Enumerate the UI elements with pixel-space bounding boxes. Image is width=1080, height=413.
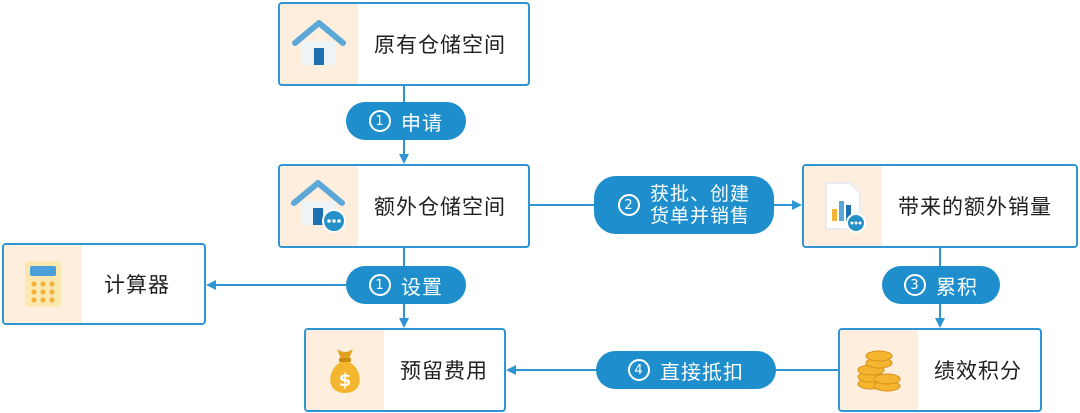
node-label: 带来的额外销量 xyxy=(898,195,1052,219)
step-label: 累积 xyxy=(936,274,978,299)
house-chat-icon xyxy=(280,166,358,246)
step-number: 2 xyxy=(617,194,640,216)
node-extra-sales: 带来的额外销量 xyxy=(802,164,1078,248)
node-label: 原有仓储空间 xyxy=(374,33,506,57)
step-label: 直接抵扣 xyxy=(660,359,744,384)
calculator-icon xyxy=(4,245,82,323)
node-performance-points: 绩效积分 xyxy=(838,328,1042,412)
coin-stack-icon xyxy=(840,330,918,410)
house-icon xyxy=(280,4,358,84)
step-label-line1: 获批、创建 xyxy=(649,183,750,205)
step-deduct: 4 直接抵扣 xyxy=(596,351,776,389)
step-label: 申请 xyxy=(401,110,443,135)
node-original-storage: 原有仓储空间 xyxy=(278,2,530,86)
node-label: 绩效积分 xyxy=(934,359,1022,383)
step-setup: 1 设置 xyxy=(346,266,466,304)
node-label: 预留费用 xyxy=(400,359,488,383)
step-number: 1 xyxy=(369,274,391,296)
step-approve: 2 获批、创建 货单并销售 xyxy=(594,176,774,234)
svg-text:$: $ xyxy=(339,370,352,391)
bar-chart-document-icon xyxy=(804,166,882,246)
step-label-line2: 货单并销售 xyxy=(649,205,750,227)
step-number: 1 xyxy=(369,110,391,132)
node-calculator: 计算器 xyxy=(2,243,206,325)
node-extra-storage: 额外仓储空间 xyxy=(278,164,530,248)
step-accumulate: 3 累积 xyxy=(882,266,1000,304)
node-reserve-fee: $ 预留费用 xyxy=(304,328,506,412)
step-number: 3 xyxy=(904,274,926,296)
money-bag-icon: $ xyxy=(306,330,384,410)
node-label: 额外仓储空间 xyxy=(374,195,506,219)
step-number: 4 xyxy=(628,359,650,381)
step-label: 获批、创建 货单并销售 xyxy=(650,183,750,227)
step-apply: 1 申请 xyxy=(346,102,466,140)
node-label: 计算器 xyxy=(104,273,170,297)
step-label: 设置 xyxy=(401,274,443,299)
